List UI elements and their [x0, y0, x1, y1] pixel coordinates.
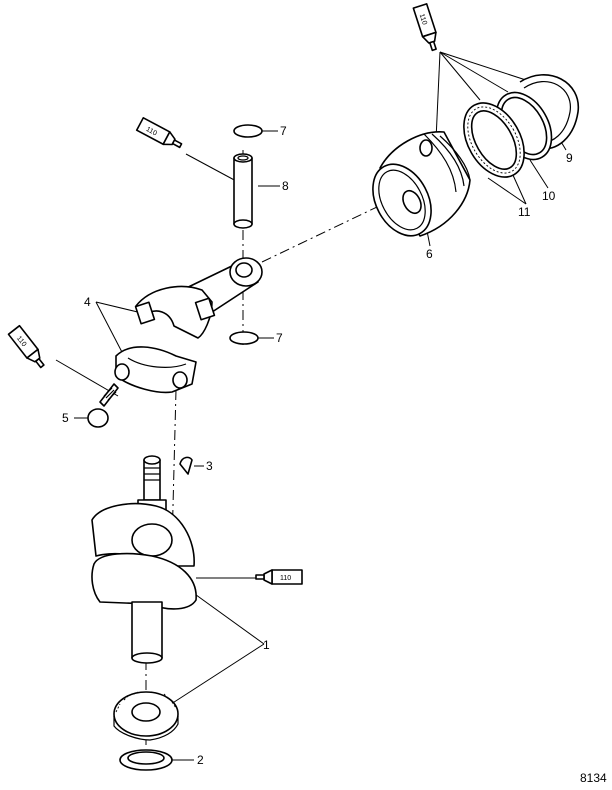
callout-1: 1 — [263, 638, 270, 652]
callout-7-upper: 7 — [280, 124, 287, 138]
connecting-rod-cap — [114, 346, 197, 394]
figure-number: 8134 — [580, 771, 607, 785]
assembly-centerlines — [145, 150, 401, 745]
callout-labels: 1 2 3 4 5 6 7 7 8 9 10 11 — [62, 124, 573, 767]
connecting-rod-bolt — [87, 383, 119, 428]
piston — [372, 131, 471, 237]
callout-6: 6 — [426, 247, 433, 261]
tube-label: 110 — [280, 575, 291, 582]
tube-label: 110 — [418, 13, 428, 26]
callout-7-lower: 7 — [276, 331, 283, 345]
tube-label: 110 — [145, 126, 158, 137]
crankshaft-gear — [113, 691, 179, 741]
lubricant-tube-top: 110 — [412, 3, 437, 52]
connecting-rod — [134, 257, 263, 339]
callout-8: 8 — [282, 179, 289, 193]
retaining-ring-lower — [229, 331, 259, 345]
retaining-ring-upper — [233, 124, 263, 138]
piston-pin — [233, 153, 253, 229]
callout-4: 4 — [84, 295, 91, 309]
callout-2: 2 — [197, 753, 204, 767]
piston-ring-oil — [463, 102, 525, 178]
woodruff-key — [179, 456, 193, 475]
callout-11: 11 — [518, 205, 531, 219]
callout-5: 5 — [62, 411, 69, 425]
callout-3: 3 — [206, 459, 213, 473]
thrust-washer — [119, 749, 173, 771]
lubricant-tube-crank: 110 — [255, 569, 303, 585]
crankshaft — [91, 455, 197, 664]
callout-9: 9 — [566, 151, 573, 165]
piston-ring-top — [519, 74, 579, 150]
callout-10: 10 — [542, 189, 556, 203]
lubricant-tube-pin: 110 — [135, 117, 183, 149]
lubricant-tube-rod: 110 — [7, 324, 45, 369]
